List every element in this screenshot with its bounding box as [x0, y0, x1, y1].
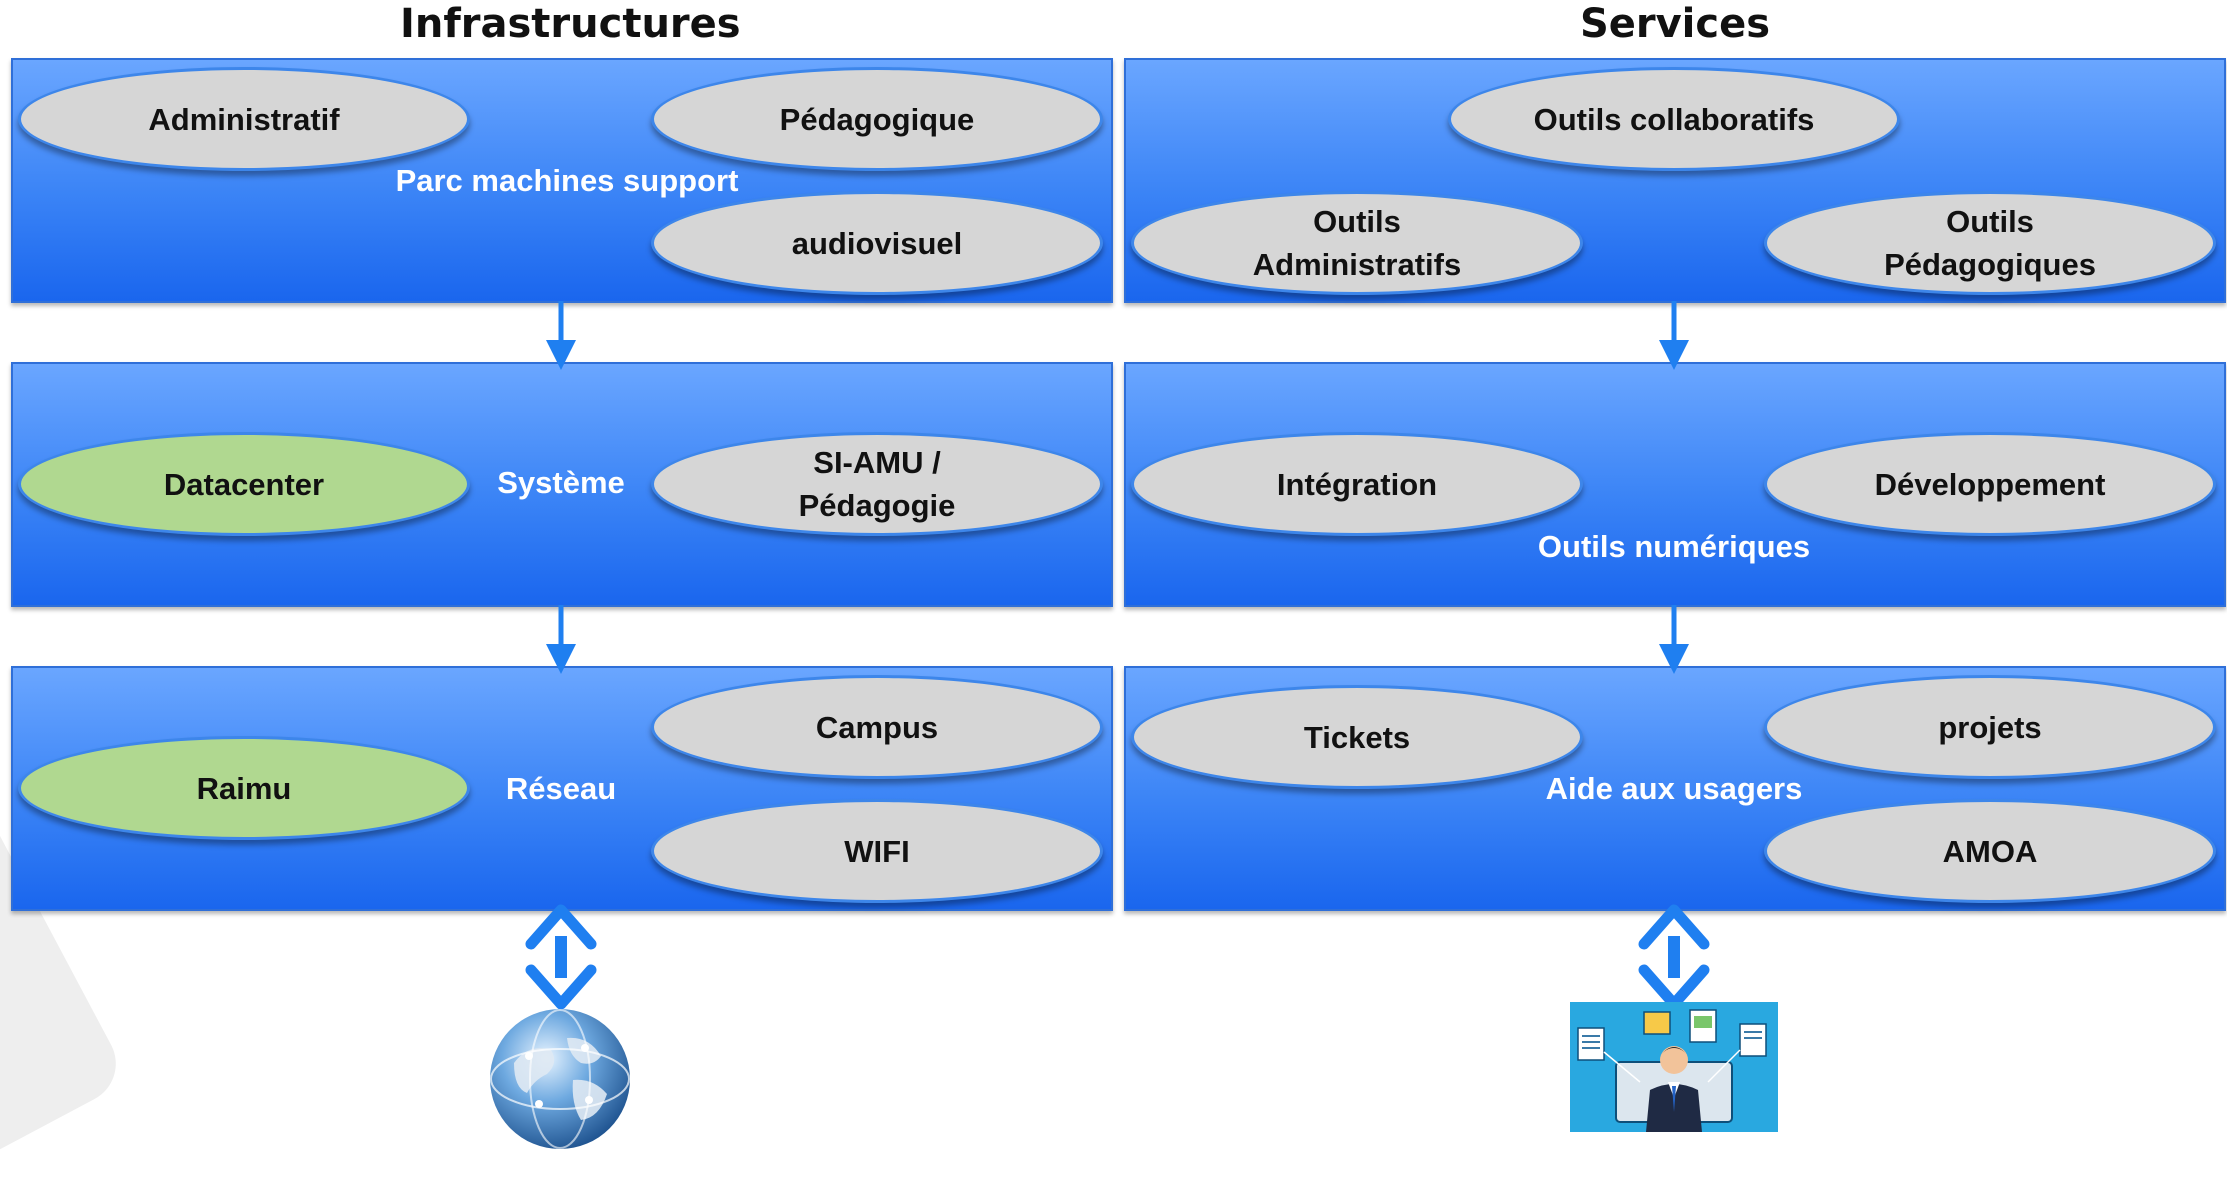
outils-collaboratifs-label: Outils collaboratifs [1533, 101, 1815, 137]
wifi-ellipse[interactable]: WIFI [651, 799, 1103, 903]
tickets-label: Tickets [1303, 719, 1411, 755]
si-amu-label: SI-AMU / Pédagogie [798, 445, 956, 523]
double-arrow-aide-users [1638, 904, 1710, 1010]
user-workstation-icon [1570, 1002, 1778, 1132]
raimu-label: Raimu [196, 770, 292, 806]
si-amu-ellipse[interactable]: SI-AMU / Pédagogie [651, 432, 1103, 536]
administratif-label: Administratif [148, 101, 340, 137]
tickets-ellipse[interactable]: Tickets [1131, 685, 1583, 789]
administratif-ellipse[interactable]: Administratif [18, 67, 470, 171]
pedagogique-label: Pédagogique [779, 101, 975, 137]
pedagogique-ellipse[interactable]: Pédagogique [651, 67, 1103, 171]
globe-icon [489, 1008, 631, 1150]
services-title: Services [1579, 1, 1771, 47]
amoa-ellipse[interactable]: AMOA [1764, 799, 2216, 903]
amoa-label: AMOA [1942, 833, 2038, 869]
reseau-panel: Raimu Campus WIFI Réseau [11, 666, 1113, 911]
integration-label: Intégration [1276, 466, 1438, 502]
aide-usagers-panel: Tickets projets AMOA Aide aux usagers [1124, 666, 2226, 911]
outils-numeriques-label: Outils numériques [1537, 529, 1811, 564]
parc-machines-panel: Administratif Pédagogique audiovisuel Pa… [11, 58, 1113, 303]
audiovisuel-ellipse[interactable]: audiovisuel [651, 191, 1103, 295]
developpement-label: Développement [1874, 466, 2106, 502]
datacenter-label: Datacenter [163, 466, 325, 502]
campus-ellipse[interactable]: Campus [651, 675, 1103, 779]
outils-panel: Outils collaboratifs Outils Administrati… [1124, 58, 2226, 303]
double-arrow-reseau-internet [525, 904, 597, 1010]
raimu-ellipse[interactable]: Raimu [18, 736, 470, 840]
outils-administratifs-ellipse[interactable]: Outils Administratifs [1131, 191, 1583, 295]
connector-arrows [525, 301, 1710, 1010]
parc-machines-label: Parc machines support [395, 163, 739, 198]
campus-label: Campus [815, 709, 939, 745]
outils-pedagogiques-ellipse[interactable]: Outils Pédagogiques [1764, 191, 2216, 295]
integration-ellipse[interactable]: Intégration [1131, 432, 1583, 536]
systeme-panel: Datacenter SI-AMU / Pédagogie Système [11, 362, 1113, 607]
audiovisuel-label: audiovisuel [791, 225, 963, 261]
outils-pedagogiques-label: Outils Pédagogiques [1884, 204, 2096, 282]
wifi-label: WIFI [844, 833, 910, 869]
outils-administratifs-label: Outils Administratifs [1252, 204, 1462, 282]
systeme-label: Système [497, 465, 625, 500]
projets-label: projets [1938, 709, 2042, 745]
developpement-ellipse[interactable]: Développement [1764, 432, 2216, 536]
projets-ellipse[interactable]: projets [1764, 675, 2216, 779]
datacenter-ellipse[interactable]: Datacenter [18, 432, 470, 536]
outils-collaboratifs-ellipse[interactable]: Outils collaboratifs [1448, 67, 1900, 171]
reseau-label: Réseau [505, 771, 617, 806]
infrastructures-title: Infrastructures [400, 1, 741, 47]
aide-usagers-label: Aide aux usagers [1545, 771, 1803, 806]
outils-numeriques-panel: Intégration Développement Outils numériq… [1124, 362, 2226, 607]
